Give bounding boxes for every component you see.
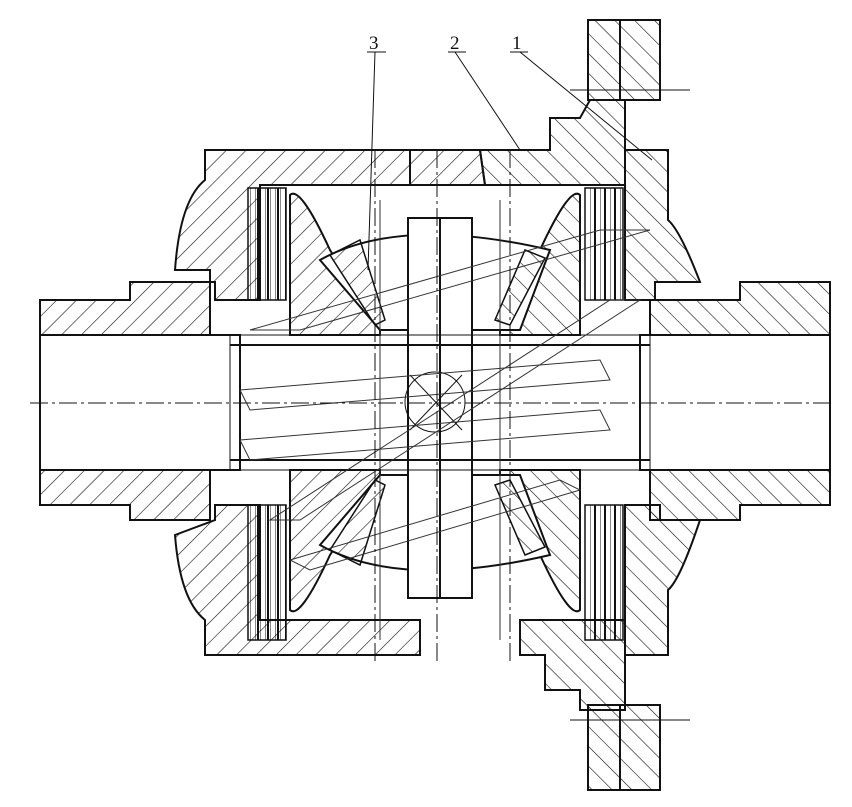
- left-half-shaft: [39, 281, 241, 521]
- right-half-shaft: [639, 281, 831, 521]
- callout-1: 1: [512, 33, 522, 54]
- clutch-pack-left-bottom: [247, 504, 287, 641]
- clutch-pack-right-top: [584, 187, 624, 301]
- leader-lines: [367, 51, 653, 271]
- callout-3: 3: [369, 33, 379, 54]
- centerlines: [30, 150, 835, 665]
- right-flange: [570, 19, 690, 791]
- cross-shaft-pin: [404, 217, 473, 599]
- clutch-pack-left-top: [247, 187, 287, 301]
- callout-2: 2: [450, 33, 460, 54]
- housing-upper: [173, 99, 702, 301]
- clutch-pack-right-bottom: [584, 504, 624, 641]
- construction-lines: [239, 200, 651, 640]
